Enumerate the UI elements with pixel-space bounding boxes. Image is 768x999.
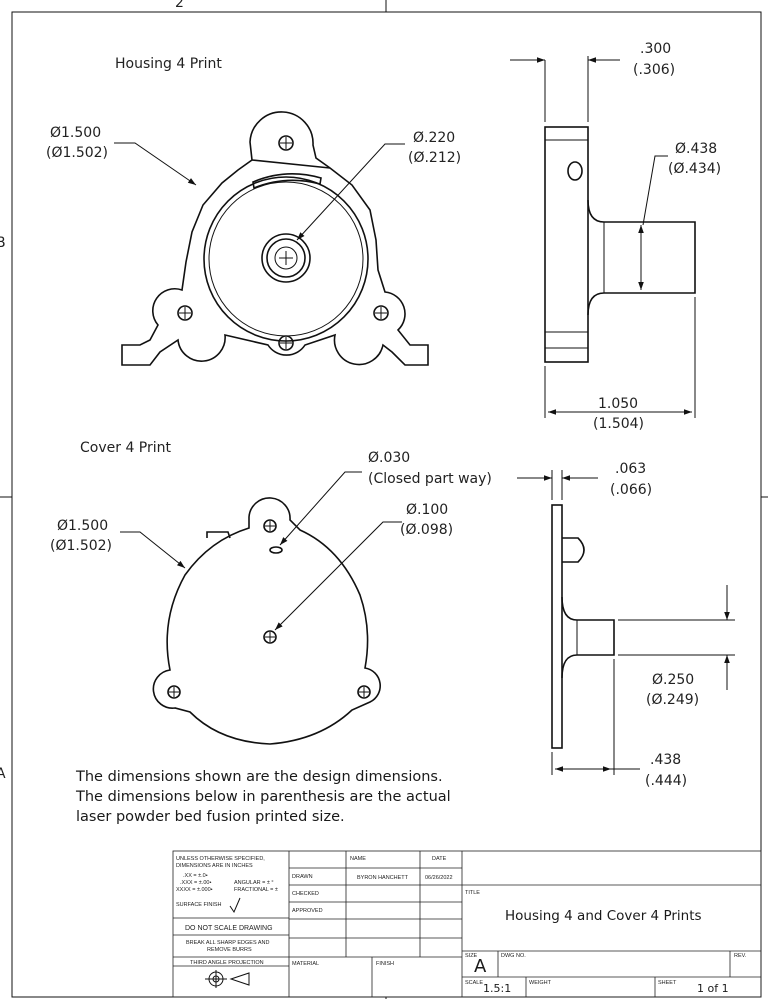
housing-outer-dia-actual: (Ø1.502)	[46, 145, 108, 161]
tb-projection: THIRD ANGLE PROJECTION	[190, 960, 264, 966]
tb-do-not-scale: DO NOT SCALE DRAWING	[185, 925, 273, 932]
tb-scale-label: SCALE	[465, 980, 483, 986]
tb-finish-label: FINISH	[376, 961, 394, 967]
tb-size-label: SIZE	[465, 953, 478, 959]
tb-tol-angular: ANGULAR = ± °	[234, 880, 274, 886]
cover-title: Cover 4 Print	[80, 440, 172, 456]
tb-break-edges-2: REMOVE BURRS	[207, 947, 252, 953]
housing-side-view	[510, 56, 696, 418]
tb-tol-xxx: .XXX = ±.00•	[180, 880, 211, 886]
cover-outer-dia: Ø1.500	[57, 518, 108, 534]
housing-flange-dim-actual: (.306)	[633, 62, 675, 78]
cover-boss-dia: Ø.250	[652, 672, 694, 688]
tb-scale: 1.5:1	[483, 982, 511, 995]
zone-mark-a: A	[0, 766, 6, 782]
housing-length-dim-actual: (1.504)	[593, 416, 644, 432]
tb-tol-fractional: FRACTIONAL = ±	[234, 887, 278, 893]
housing-boss-dia: Ø.438	[675, 141, 717, 157]
tb-drawn-date: 06/26/2022	[425, 875, 453, 881]
tb-row-approved: APPROVED	[292, 908, 323, 914]
tb-title: Housing 4 and Cover 4 Prints	[505, 908, 702, 924]
tb-spec-line2: DIMENSIONS ARE IN INCHES	[176, 863, 253, 869]
housing-length-dim: 1.050	[598, 396, 638, 412]
title-block	[172, 850, 762, 998]
cover-pin-hole-note: (Closed part way)	[368, 471, 492, 487]
tb-weight-label: WEIGHT	[529, 980, 552, 986]
tb-row-checked: CHECKED	[292, 891, 319, 897]
cover-plate-dim: .063	[615, 461, 646, 477]
tb-spec-line1: UNLESS OTHERWISE SPECIFIED,	[176, 856, 265, 862]
tb-dwg-no-label: DWG NO.	[501, 953, 526, 959]
housing-title: Housing 4 Print	[115, 56, 222, 72]
tb-title-label: TITLE	[465, 890, 480, 896]
zone-mark-b: B	[0, 235, 6, 251]
note-line-2: The dimensions below in parenthesis are …	[75, 789, 451, 805]
cover-center-hole-dia: Ø.100	[406, 502, 448, 518]
cover-depth-dim: .438	[650, 752, 681, 768]
cover-side-view	[517, 470, 735, 775]
housing-outer-dia: Ø1.500	[50, 125, 101, 141]
tb-sheet-label: SHEET	[658, 980, 677, 986]
tb-break-edges-1: BREAK ALL SHARP EDGES AND	[186, 940, 269, 946]
tb-sheet: 1 of 1	[697, 982, 729, 995]
cover-front-view	[120, 471, 402, 745]
tb-drawn-name: BYRON HANCHETT	[357, 875, 409, 881]
tb-material-label: MATERIAL	[292, 961, 319, 967]
cover-center-hole-dia-actual: (Ø.098)	[400, 522, 453, 538]
housing-flange-dim: .300	[640, 41, 671, 57]
cover-pin-hole-dia: Ø.030	[368, 450, 410, 466]
tb-rev-label: REV.	[734, 953, 747, 959]
tb-surface-finish: SURFACE FINISH	[176, 902, 222, 908]
cover-outer-dia-actual: (Ø1.502)	[50, 538, 112, 554]
tb-tol-xxxx: XXXX = ±.000•	[176, 887, 213, 893]
tb-col-date: DATE	[432, 856, 447, 862]
tb-col-name: NAME	[350, 856, 366, 862]
housing-hole-dia: Ø.220	[413, 130, 455, 146]
note-line-3: laser powder bed fusion printed size.	[76, 809, 345, 825]
tb-tol-xx: .XX = ±.0•	[183, 873, 208, 879]
housing-boss-dia-actual: (Ø.434)	[668, 161, 721, 177]
cover-boss-dia-actual: (Ø.249)	[646, 692, 699, 708]
housing-front-view	[114, 111, 429, 366]
cover-depth-dim-actual: (.444)	[645, 773, 687, 789]
tb-row-drawn: DRAWN	[292, 874, 313, 880]
tb-size: A	[474, 956, 487, 977]
zone-mark-top: 2	[175, 0, 184, 11]
housing-hole-dia-actual: (Ø.212)	[408, 150, 461, 166]
cover-plate-dim-actual: (.066)	[610, 482, 652, 498]
note-line-1: The dimensions shown are the design dime…	[75, 769, 443, 785]
